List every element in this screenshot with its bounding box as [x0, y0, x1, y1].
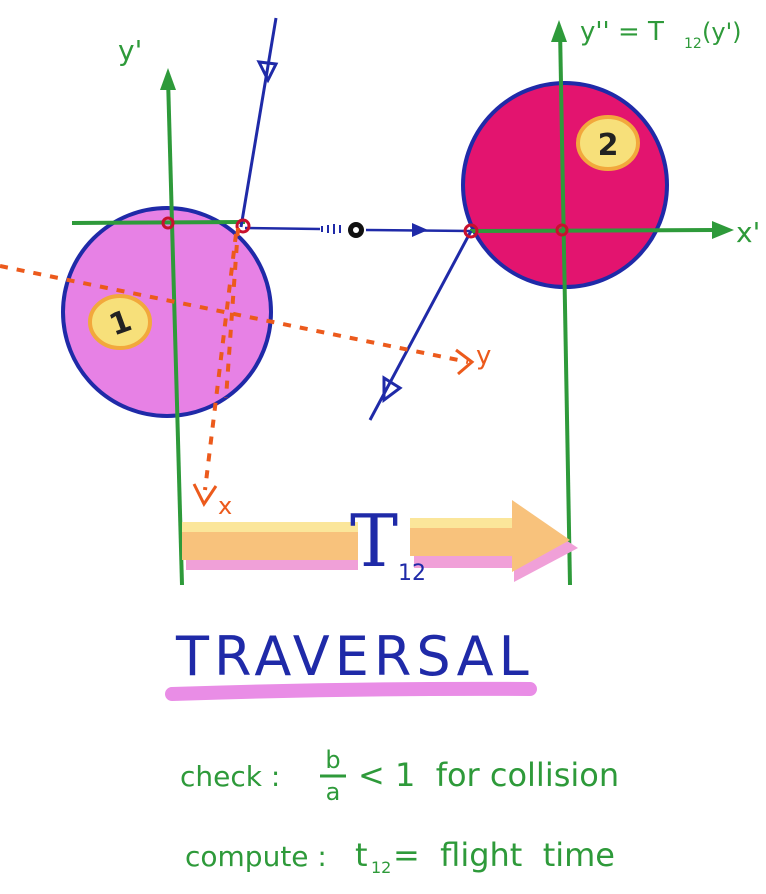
rotated-x-arrowhead [192, 483, 218, 507]
disk-2-number: 2 [598, 128, 619, 163]
y-prime-arrowhead [160, 68, 176, 90]
translation-operator-subscript: 12 [398, 561, 426, 586]
y-double-prime-label: y'' = T 12 (y') [580, 17, 742, 52]
y-double-prime-text: y'' = T [580, 17, 664, 47]
rotated-frame [0, 227, 469, 491]
translation-arrow-right-highlight [410, 518, 522, 528]
fraction-denominator: a [326, 778, 341, 806]
outgoing-arrowhead [382, 375, 403, 403]
flight-time-subscript: 12 [371, 858, 391, 877]
x-prime-axis-right [469, 228, 716, 233]
translation-operator: T [350, 499, 398, 583]
contact-point-c [463, 223, 479, 239]
disk-1 [61, 206, 273, 418]
compute-prefix: compute : [185, 840, 327, 873]
motion-dashes [321, 224, 341, 234]
y-double-prime-subscript: 12 [684, 36, 702, 52]
compute-note: compute : t 12 = flight time [185, 836, 615, 877]
x-prime-arrowhead [712, 221, 734, 239]
center-line-arrowhead [412, 223, 428, 237]
moving-particle-highlight [353, 227, 359, 233]
title-underline [165, 681, 537, 701]
x-prime-label: x' [736, 216, 760, 249]
compute-suffix: = flight time [393, 836, 615, 874]
y-prime-label: y' [118, 34, 142, 67]
check-prefix: check : [180, 760, 280, 793]
y-double-prime-argument: (y') [702, 18, 742, 46]
flight-time-symbol: t [355, 836, 368, 874]
check-suffix: < 1 for collision [358, 756, 619, 794]
rotated-x-label: x [218, 492, 232, 520]
translation-arrow [182, 500, 578, 582]
center-connecting-line [244, 226, 321, 231]
incoming-trajectory [239, 17, 278, 228]
disk-1-number-badge: 1 [88, 294, 152, 350]
contact-point-b [235, 218, 251, 234]
contact-point-a [161, 216, 175, 230]
disk-2-number-badge: 2 [576, 115, 640, 171]
fraction-numerator: b [325, 746, 340, 774]
rotated-y-label: y [476, 341, 491, 371]
incoming-arrowhead [256, 60, 279, 84]
translation-arrow-left-highlight [182, 522, 358, 532]
rotated-y-arrowhead [455, 348, 475, 376]
projection-line [224, 227, 240, 399]
y-double-prime-arrowhead [551, 20, 567, 42]
translation-arrow-head [512, 500, 570, 572]
check-note: check : b a < 1 for collision [180, 746, 619, 806]
outgoing-trajectory [368, 230, 473, 421]
page-title: TRAVERSAL [175, 625, 534, 688]
y-prime-axis [166, 77, 184, 586]
rotated-y-axis [0, 264, 469, 364]
x-prime-axis-left [71, 220, 246, 225]
y-double-prime-axis [558, 27, 572, 586]
contact-point-d [555, 223, 569, 237]
